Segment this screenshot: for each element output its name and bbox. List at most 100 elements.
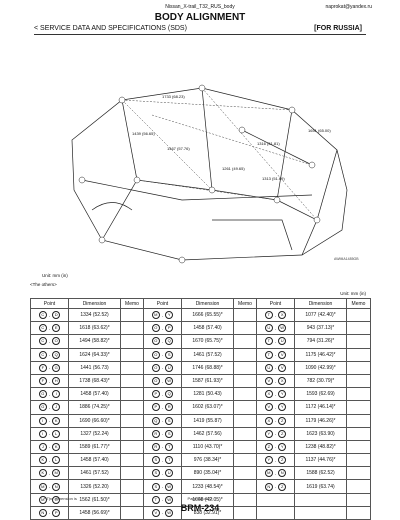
point-cell: R-T <box>143 439 182 455</box>
point-pair: C-D <box>38 311 61 320</box>
dim-label-3: 1467 (57.76) <box>167 146 190 151</box>
memo-cell <box>233 347 257 362</box>
dimension-cell: 1179 (46.26)* <box>294 413 347 428</box>
point-pair: T-V <box>264 350 287 359</box>
dimension-cell: 1172 (46.14)* <box>294 400 347 415</box>
point-cell: T-U <box>256 334 295 349</box>
table-header: Memo <box>120 298 144 309</box>
point-pair: N-Z <box>264 482 287 491</box>
point-marker: X <box>278 311 287 320</box>
point-cell: P-Q <box>143 387 182 402</box>
point-marker: K <box>38 456 47 465</box>
point-marker: F <box>38 377 47 386</box>
point-marker: O <box>151 324 160 333</box>
memo-cell <box>346 439 371 455</box>
point-cell: F-G <box>30 360 69 375</box>
dimension-cell: 1077 (42.40)* <box>294 307 347 323</box>
dimension-cell: 1137 (44.76)* <box>294 453 347 468</box>
point-pair: V-W <box>151 508 174 517</box>
point-cell: Y-Z <box>256 453 295 468</box>
dimension-cell: 1458 (57.40) <box>68 453 121 468</box>
point-pair: V-X <box>264 377 287 386</box>
point-marker: G <box>38 390 47 399</box>
dim-label-1: 1733 (68.23) <box>162 94 185 99</box>
point-marker: N <box>52 482 61 491</box>
point-marker: W <box>165 482 174 491</box>
point-marker: W <box>278 324 287 333</box>
point-marker: N <box>264 482 273 491</box>
memo-cell <box>233 360 257 375</box>
section-link[interactable]: < SERVICE DATA AND SPECIFICATIONS (SDS) <box>34 25 187 32</box>
memo-cell <box>120 413 144 428</box>
point-pair: O-U <box>151 363 174 372</box>
dimension-cell: 1619 (63.74) <box>294 479 347 494</box>
point-marker: O <box>52 337 61 346</box>
point-marker: T <box>151 495 160 504</box>
dimension-cell: 1458 (57.40) <box>68 387 121 402</box>
point-marker: V <box>264 377 273 386</box>
point-marker: K <box>52 442 61 451</box>
point-marker: S <box>151 469 160 478</box>
point-marker: J <box>52 403 61 412</box>
point-marker: D <box>52 311 61 320</box>
point-marker: I <box>52 390 61 399</box>
memo-cell <box>120 453 144 468</box>
memo-cell <box>233 321 257 336</box>
point-cell: N-Z <box>256 479 295 494</box>
dimension-cell: 1666 (65.55)* <box>181 307 234 323</box>
point-marker: T <box>165 456 174 465</box>
table-header: Dimension <box>68 298 121 309</box>
point-pair: I-L <box>38 429 61 438</box>
point-pair: K-M <box>38 469 61 478</box>
dimension-cell: 1233 (48.54)* <box>181 479 234 494</box>
point-cell: Y-Z <box>256 426 295 441</box>
point-marker: P <box>165 324 174 333</box>
memo-cell <box>120 360 144 375</box>
point-marker: V <box>151 508 160 517</box>
point-cell: U-V <box>256 360 295 375</box>
point-marker: P <box>151 390 160 399</box>
point-marker: M <box>38 482 47 491</box>
point-cell: O-P <box>143 321 182 336</box>
point-pair: Y-Z <box>264 429 287 438</box>
point-marker: Y <box>278 442 287 451</box>
memo-cell <box>233 426 257 441</box>
point-cell: O-S <box>143 347 182 362</box>
memo-cell <box>233 466 257 481</box>
point-marker: G <box>38 403 47 412</box>
memo-cell <box>120 373 144 389</box>
document-name: Nissan_X-trail_T32_RUS_body <box>165 4 235 10</box>
memo-cell <box>233 453 257 468</box>
point-marker: F <box>38 363 47 372</box>
memo-cell <box>233 479 257 494</box>
point-marker: Z <box>278 456 287 465</box>
memo-cell <box>346 453 371 468</box>
memo-cell <box>120 347 144 362</box>
point-pair: K-L <box>38 456 61 465</box>
memo-cell <box>120 387 144 402</box>
point-cell: I-L <box>30 426 69 441</box>
memo-cell <box>346 413 371 428</box>
table-header: Dimension <box>181 298 234 309</box>
point-cell: M-Y <box>143 307 182 323</box>
point-marker: M <box>38 495 47 504</box>
point-marker: C <box>38 324 47 333</box>
point-marker: V <box>278 363 287 372</box>
point-pair: M-N <box>38 482 61 491</box>
page-code: BRM-234 <box>180 503 220 513</box>
dimension-cell: 1589 (61.77)* <box>68 439 121 455</box>
table-header: Memo <box>233 298 257 309</box>
point-marker: Q <box>52 350 61 359</box>
memo-cell <box>346 360 371 375</box>
point-marker: U <box>264 363 273 372</box>
point-pair: X-Y <box>264 390 287 399</box>
point-marker: J <box>38 442 47 451</box>
